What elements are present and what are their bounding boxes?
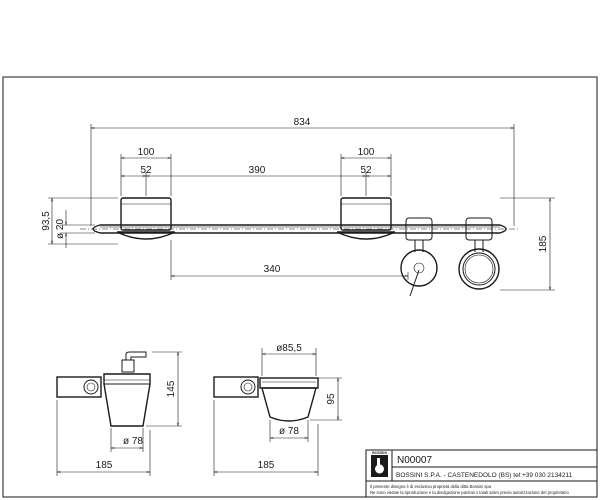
dim-tumbler-depth: 185: [258, 460, 275, 471]
dim-dispenser-height: 145: [166, 380, 177, 397]
dim-overall-length: 834: [294, 117, 311, 128]
dim-tumbler-top: ø85,5: [276, 343, 302, 354]
right-cup-holder: [336, 197, 396, 240]
dim-left-cup-half: 52: [140, 165, 152, 176]
dim-right-cup-half: 52: [360, 165, 372, 176]
dim-dispenser-depth: 185: [96, 460, 113, 471]
dim-right-cup-width: 100: [358, 147, 375, 158]
tumbler-side-view: [213, 348, 342, 476]
dim-left-cup-width: 100: [138, 147, 155, 158]
left-cup-holder: [116, 197, 176, 240]
company-line: BOSSINI S.P.A. - CASTENEDOLO (BS) tel:+3…: [396, 472, 573, 479]
logo-text: BOSSINI: [372, 451, 386, 455]
drawing-code: N00007: [397, 455, 432, 466]
sheet-border: [2, 76, 598, 498]
bossini-logo: BOSSINI: [371, 451, 388, 477]
dim-total-height: 185: [538, 235, 549, 252]
hanging-dispenser: [400, 240, 438, 297]
rail-top-view: [48, 124, 555, 297]
dim-rail-to-holder: 340: [264, 264, 281, 275]
dim-rod-diameter: ø 20: [55, 219, 66, 239]
dim-dispenser-base: ø 78: [123, 436, 143, 447]
hanging-tumbler: [458, 240, 500, 290]
ownership-note-2: Ne sono vietate la riproduzione e la div…: [370, 490, 569, 495]
ownership-note-1: Il presente disegno è di esclusiva propr…: [370, 484, 492, 489]
title-block: BOSSINI: [365, 449, 598, 498]
dim-cup-depth: 93,5: [41, 211, 52, 231]
dim-cup-spacing: 390: [249, 165, 266, 176]
dim-tumbler-base: ø 78: [279, 426, 299, 437]
dispenser-side-view: [56, 351, 182, 476]
dim-tumbler-height: 95: [326, 393, 337, 405]
